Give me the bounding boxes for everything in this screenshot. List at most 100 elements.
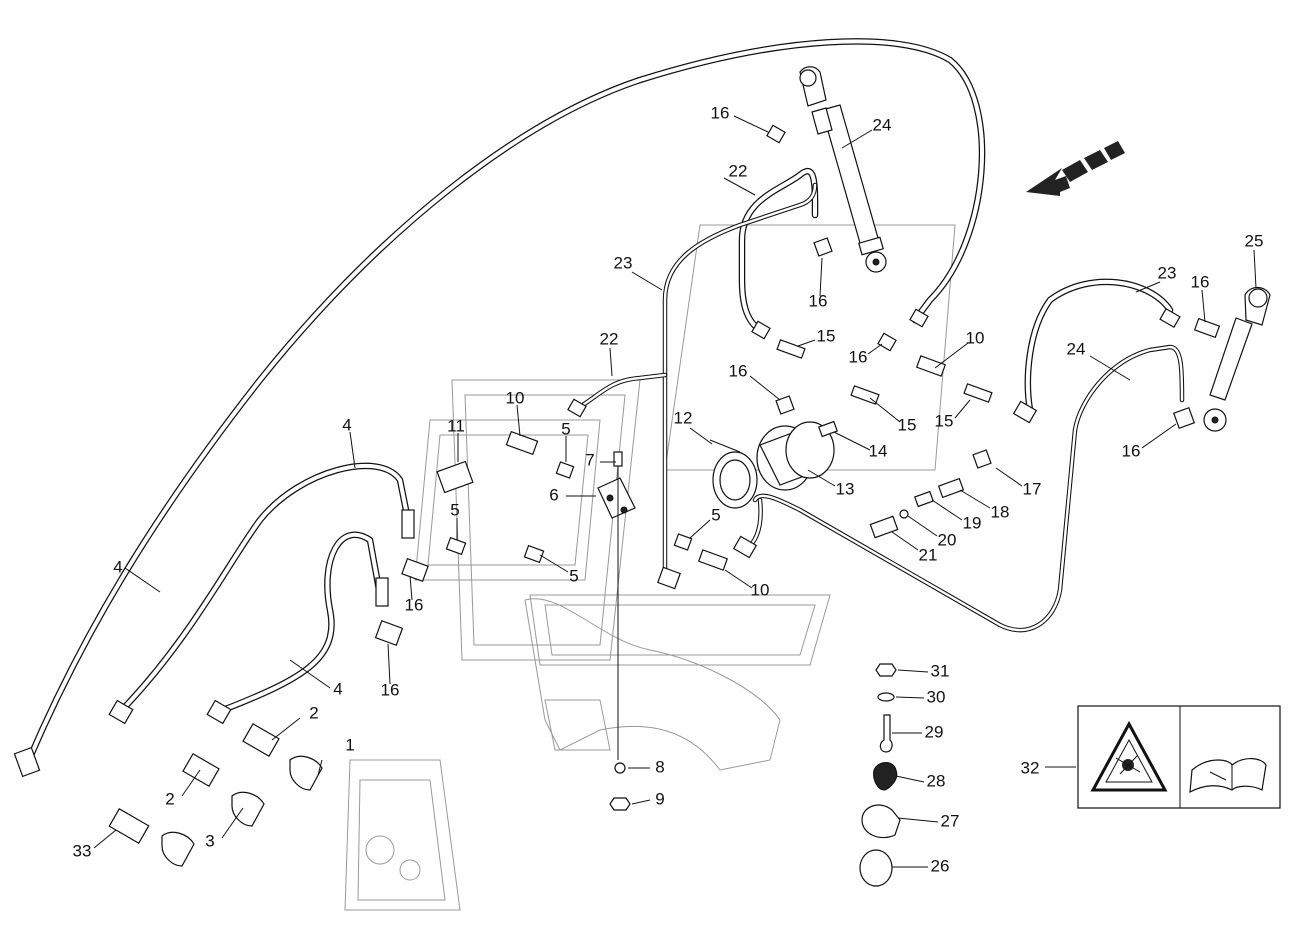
fittings	[13, 124, 1221, 887]
callout-5[interactable]: 5	[561, 419, 570, 438]
leader-line	[1141, 423, 1177, 449]
travel-direction-arrow-icon	[1026, 141, 1125, 196]
explosion-warning-icon	[1090, 720, 1168, 792]
leader-line	[271, 717, 301, 741]
leader-line	[221, 807, 244, 839]
callout-23[interactable]: 23	[614, 253, 633, 272]
hose-4-short[interactable]	[214, 531, 384, 716]
leader-line	[954, 399, 971, 419]
callout-16[interactable]: 16	[711, 103, 730, 122]
pipe-23-left[interactable]	[662, 182, 818, 573]
callout-16[interactable]: 16	[729, 361, 748, 380]
leader-line	[867, 343, 883, 355]
callout-16[interactable]: 16	[405, 595, 424, 614]
callout-24[interactable]: 24	[1067, 339, 1086, 358]
callout-8[interactable]: 8	[655, 757, 664, 776]
leader-line	[841, 129, 873, 149]
callout-12[interactable]: 12	[674, 408, 693, 427]
callout-6[interactable]: 6	[549, 485, 558, 504]
leader-line	[387, 643, 391, 685]
leader-line	[317, 759, 323, 776]
callout-25[interactable]: 25	[1245, 231, 1264, 250]
leader-line	[689, 519, 711, 539]
callout-22[interactable]: 22	[729, 161, 748, 180]
callout-11[interactable]: 11	[447, 416, 465, 435]
valve-block-6[interactable]	[597, 451, 636, 760]
pipe-23-right[interactable]	[752, 344, 1185, 633]
hose-4-long[interactable]	[24, 38, 986, 766]
callout-19[interactable]: 19	[963, 513, 982, 532]
callout-15[interactable]: 15	[935, 411, 954, 430]
callout-10[interactable]: 10	[751, 580, 770, 599]
callout-16[interactable]: 16	[381, 680, 400, 699]
callout-16[interactable]: 16	[1122, 441, 1141, 460]
callout-15[interactable]: 15	[817, 326, 836, 345]
callout-16[interactable]: 16	[849, 347, 868, 366]
callout-14[interactable]: 14	[869, 441, 888, 460]
callout-21[interactable]: 21	[919, 545, 938, 564]
callout-4[interactable]: 4	[113, 557, 122, 576]
callout-17[interactable]: 17	[1023, 479, 1042, 498]
callout-24[interactable]: 24	[873, 115, 892, 134]
callout-20[interactable]: 20	[938, 530, 957, 549]
callout-33[interactable]: 33	[73, 841, 92, 860]
cylinder-24-right[interactable]	[1203, 286, 1271, 432]
callout-2[interactable]: 2	[165, 789, 174, 808]
callout-9[interactable]: 9	[655, 789, 664, 808]
callout-30[interactable]: 30	[927, 687, 946, 706]
callout-31[interactable]: 31	[931, 661, 950, 680]
leader-line	[934, 342, 969, 369]
cylinder-24-left[interactable]	[799, 66, 887, 273]
leader-line	[516, 404, 521, 437]
leader-line	[807, 469, 836, 487]
leader-line	[891, 531, 919, 551]
callout-1[interactable]: 1	[345, 735, 354, 754]
callout-18[interactable]: 18	[991, 502, 1010, 521]
hose-4-middle[interactable]	[116, 462, 412, 716]
callout-28[interactable]: 28	[927, 771, 946, 790]
read-manual-icon	[1189, 758, 1267, 794]
leader-line	[819, 257, 823, 297]
leader-line	[1135, 281, 1161, 293]
callout-27[interactable]: 27	[941, 811, 960, 830]
leader-line	[181, 769, 201, 797]
callout-26[interactable]: 26	[931, 856, 950, 875]
callout-10[interactable]: 10	[966, 328, 985, 347]
callout-2[interactable]: 2	[309, 703, 318, 722]
leader-line	[631, 271, 663, 291]
pipe-21[interactable]	[575, 372, 668, 411]
callout-4[interactable]: 4	[342, 415, 351, 434]
callout-5[interactable]: 5	[569, 566, 578, 585]
clamp-12[interactable]	[709, 439, 758, 509]
leader-line	[931, 499, 963, 521]
leader-line	[907, 515, 938, 537]
warning-label-31[interactable]	[1077, 705, 1281, 809]
callout-5[interactable]: 5	[711, 505, 720, 524]
callout-16[interactable]: 16	[809, 291, 828, 310]
callout-15[interactable]: 15	[898, 415, 917, 434]
leader-lines	[93, 115, 1257, 868]
accumulator-13[interactable]	[756, 421, 835, 491]
callout-7[interactable]: 7	[585, 450, 594, 469]
leader-line	[631, 799, 651, 805]
leader-line	[539, 554, 569, 573]
callout-16[interactable]: 16	[1191, 272, 1210, 291]
leader-line	[609, 347, 613, 377]
leader-line	[723, 177, 756, 196]
hose-22-left[interactable]	[738, 168, 819, 334]
callout-32[interactable]: 32	[1021, 758, 1040, 777]
leader-line	[289, 659, 331, 689]
callout-23[interactable]: 23	[1158, 263, 1177, 282]
leader-line	[124, 567, 161, 593]
callout-13[interactable]: 13	[836, 479, 855, 498]
callout-3[interactable]: 3	[205, 831, 214, 850]
hose-22-right[interactable]	[1024, 278, 1174, 414]
callout-10[interactable]: 10	[506, 388, 525, 407]
callout-5[interactable]: 5	[450, 500, 459, 519]
callout-4[interactable]: 4	[333, 679, 342, 698]
leader-line	[797, 339, 816, 347]
callout-22[interactable]: 22	[600, 329, 619, 348]
callout-29[interactable]: 29	[925, 722, 944, 741]
